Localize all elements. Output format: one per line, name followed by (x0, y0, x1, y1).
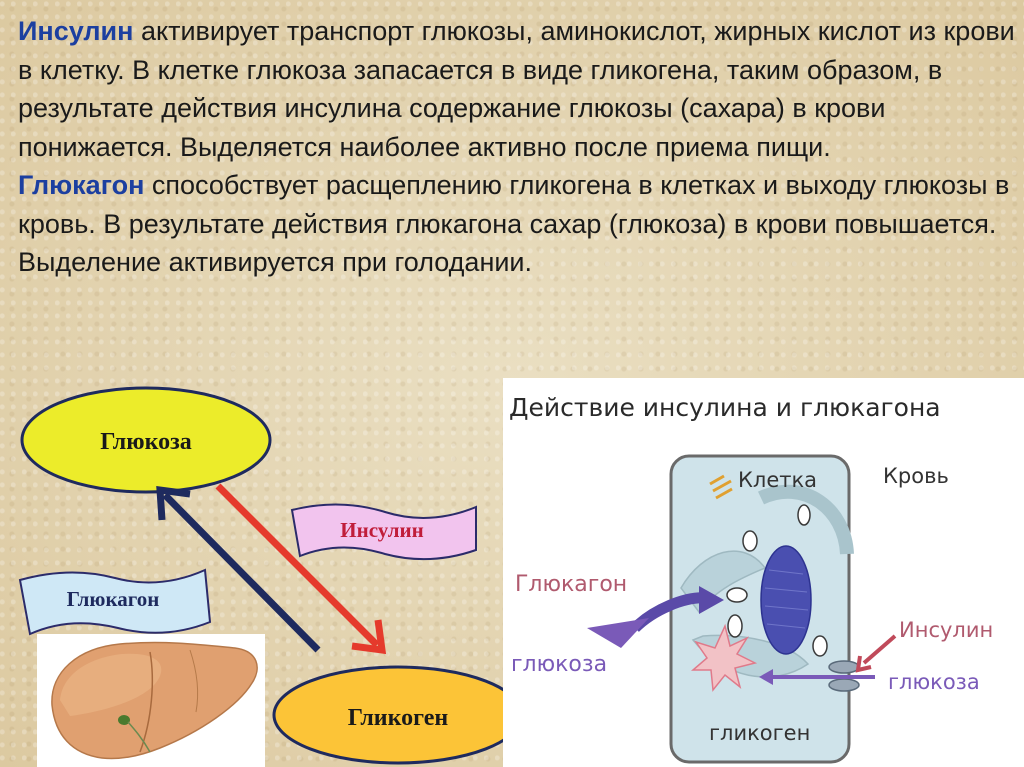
glycogen-node: Гликоген (272, 665, 524, 765)
liver-illustration (37, 634, 265, 767)
cell-label: Клетка (738, 468, 817, 492)
insulin-label-tag: Инсулин (290, 503, 477, 561)
glycogen-star (690, 623, 758, 692)
glucagon-keyword: Глюкагон (18, 170, 145, 200)
glucagon-output-arrow (587, 586, 724, 648)
glucose-inflow-arrow (759, 669, 875, 685)
insulin-description: активирует транспорт глюкозы, аминокисло… (18, 16, 1015, 162)
glucagon-arrow (156, 485, 321, 653)
glucose-out-label: глюкоза (511, 652, 607, 677)
glucose-node: Глюкоза (20, 386, 272, 494)
cell-diagram-panel: Действие инсулина и глюкагона Клетка Кро… (503, 378, 1024, 767)
glucose-in-label: глюкоза (888, 670, 980, 694)
cell-diagram-title: Действие инсулина и глюкагона (509, 393, 941, 422)
golgi-apparatus (709, 474, 733, 500)
glucagon-label: Глюкагон (67, 587, 160, 611)
glucose-label: Глюкоза (100, 429, 192, 455)
text-block: Инсулин активирует транспорт глюкозы, ам… (18, 12, 1018, 282)
glucagon-diagram-label: Глюкагон (515, 572, 627, 597)
glucagon-paragraph: Глюкагон способствует расщеплению гликог… (18, 166, 1018, 282)
glucagon-description: способствует расщеплению гликогена в кле… (18, 170, 1010, 277)
insulin-pointer-arrow (855, 634, 897, 673)
blood-label: Кровь (883, 464, 949, 488)
nucleus (760, 545, 812, 655)
insulin-keyword: Инсулин (18, 16, 134, 46)
mitochondria (726, 504, 828, 657)
insulin-diagram-label: Инсулин (899, 618, 993, 642)
insulin-label: Инсулин (340, 518, 423, 542)
glucagon-label-tag: Глюкагон (18, 568, 212, 636)
insulin-paragraph: Инсулин активирует транспорт глюкозы, ам… (18, 12, 1018, 166)
glycogen-label: Гликоген (348, 705, 449, 731)
insulin-arrow (215, 483, 387, 655)
glycogen-diagram-label: гликоген (709, 721, 810, 745)
cell-diagram: Действие инсулина и глюкагона Клетка Кро… (509, 393, 993, 764)
nucleus-texture (764, 569, 809, 629)
membrane-fold (757, 484, 854, 555)
